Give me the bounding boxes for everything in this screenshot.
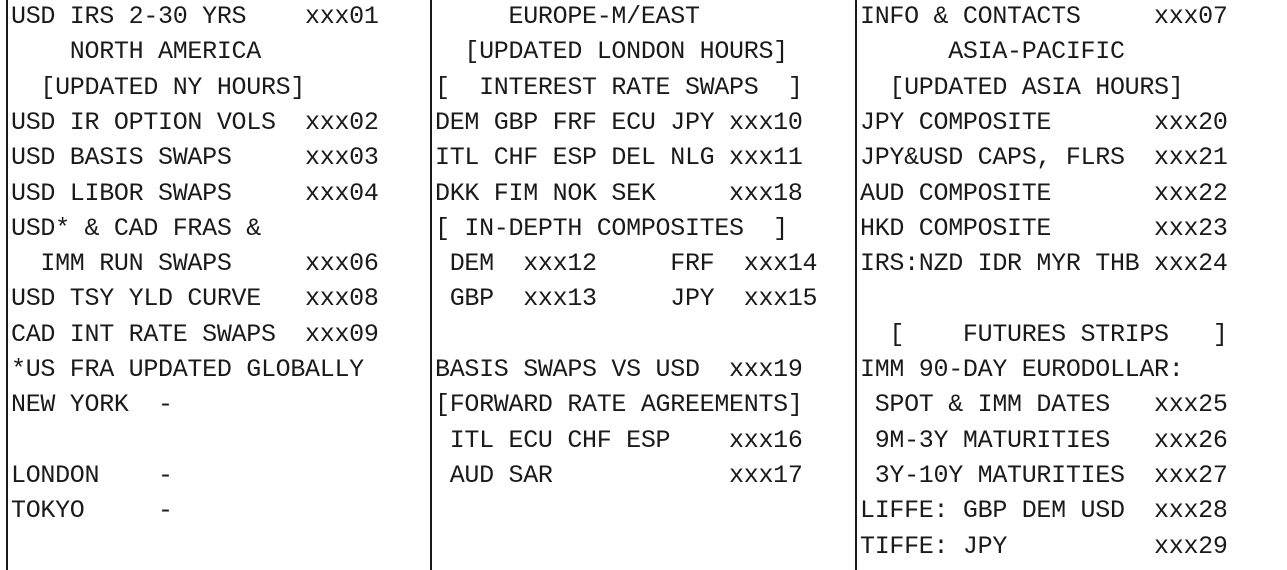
left-line-14: TOKYO - <box>11 496 173 526</box>
mid-line-1: [UPDATED LONDON HOURS] <box>435 37 788 67</box>
mid-line-7: DEM xxx12 FRF xxx14 <box>435 249 818 279</box>
left-line-0: USD IRS 2-30 YRS xxx01 <box>11 2 379 31</box>
left-line-11: NEW YORK - <box>11 390 173 420</box>
column-europe-mideast: EUROPE-M/EAST [UPDATED LONDON HOURS] [ IN… <box>430 0 856 570</box>
mid-line-8: GBP xxx13 JPY xxx15 <box>435 284 818 314</box>
right-line-5: AUD COMPOSITE xxx22 <box>860 178 1228 208</box>
left-line-5: USD LIBOR SWAPS xxx04 <box>11 178 379 208</box>
mid-line-12: ITL ECU CHF ESP xxx16 <box>435 425 803 455</box>
left-line-13: LONDON - <box>11 460 173 490</box>
mid-line-3: DEM GBP FRF ECU JPY xxx10 <box>435 107 803 137</box>
left-line-3: USD IR OPTION VOLS xxx02 <box>11 107 379 137</box>
right-line-3: JPY COMPOSITE xxx20 <box>860 107 1228 137</box>
right-line-6: HKD COMPOSITE xxx23 <box>860 213 1228 243</box>
mid-line-0: EUROPE-M/EAST <box>435 2 700 31</box>
mid-line-2: [ INTEREST RATE SWAPS ] <box>435 72 803 102</box>
column-north-america: USD IRS 2-30 YRS xxx01 NORTH AMERICA [UP… <box>6 0 432 570</box>
right-line-7: IRS:NZD IDR MYR THB xxx24 <box>860 249 1228 279</box>
column-asia-pacific: INFO & CONTACTS xxx07 ASIA-PACIFIC [UPDA… <box>855 0 1287 570</box>
right-line-13: 3Y-10Y MATURITIES xxx27 <box>860 460 1228 490</box>
right-line-4: JPY&USD CAPS, FLRS xxx21 <box>860 143 1228 173</box>
left-line-2: [UPDATED NY HOURS] <box>11 72 306 102</box>
left-line-4: USD BASIS SWAPS xxx03 <box>11 143 379 173</box>
left-line-7: IMM RUN SWAPS xxx06 <box>11 249 379 279</box>
mid-line-6: [ IN-DEPTH COMPOSITES ] <box>435 213 788 243</box>
mid-line-4: ITL CHF ESP DEL NLG xxx11 <box>435 143 803 173</box>
mid-line-11: [FORWARD RATE AGREEMENTS] <box>435 390 803 420</box>
right-line-1: ASIA-PACIFIC <box>860 37 1125 67</box>
right-line-15: TIFFE: JPY xxx29 <box>860 531 1228 561</box>
mid-line-10: BASIS SWAPS VS USD xxx19 <box>435 355 803 384</box>
right-line-9: [ FUTURES STRIPS ] <box>860 319 1228 349</box>
right-line-12: 9M-3Y MATURITIES xxx26 <box>860 425 1228 455</box>
left-line-9: CAD INT RATE SWAPS xxx09 <box>11 319 379 349</box>
left-line-6: USD* & CAD FRAS & <box>11 213 261 243</box>
right-line-2: [UPDATED ASIA HOURS] <box>860 72 1184 102</box>
right-line-10: IMM 90-DAY EURODOLLAR: <box>860 355 1184 384</box>
mid-line-13: AUD SAR xxx17 <box>435 460 803 490</box>
right-line-11: SPOT & IMM DATES xxx25 <box>860 390 1228 420</box>
mid-line-5: DKK FIM NOK SEK xxx18 <box>435 178 803 208</box>
left-line-1: NORTH AMERICA <box>11 37 261 67</box>
left-line-8: USD TSY YLD CURVE xxx08 <box>11 284 379 314</box>
right-line-14: LIFFE: GBP DEM USD xxx28 <box>860 496 1228 526</box>
right-line-0: INFO & CONTACTS xxx07 <box>860 2 1228 31</box>
left-line-10: *US FRA UPDATED GLOBALLY <box>11 355 364 384</box>
